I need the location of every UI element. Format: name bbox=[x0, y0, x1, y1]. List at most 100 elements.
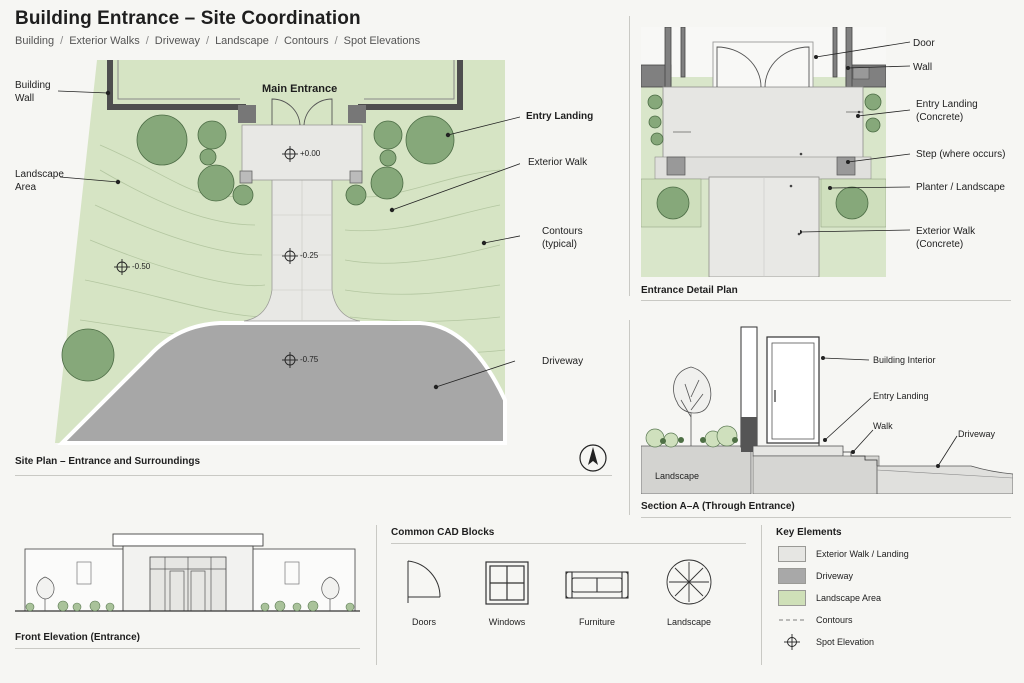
section-landscape-label: Landscape bbox=[655, 471, 700, 481]
section-drawing bbox=[641, 326, 1013, 494]
key-list: Exterior Walk / Landing Driveway Landsca… bbox=[778, 543, 909, 653]
key-item: Landscape Area bbox=[778, 587, 909, 609]
breadcrumb-separator: / bbox=[145, 35, 149, 47]
label-line: (typical) bbox=[542, 239, 578, 250]
site-plan-caption: Site Plan – Entrance and Surroundings bbox=[15, 456, 201, 467]
spot-elevation-value: -0.75 bbox=[300, 355, 319, 364]
divider bbox=[15, 475, 612, 476]
wall-pier bbox=[348, 105, 366, 123]
furniture-block-icon[interactable] bbox=[564, 566, 630, 600]
shrub bbox=[379, 149, 397, 167]
breadcrumb: Building / Exterior Walks / Driveway / Land… bbox=[15, 35, 420, 47]
cad-block-label: Windows bbox=[488, 617, 526, 627]
key-label: Driveway bbox=[816, 571, 854, 581]
door-block-icon[interactable] bbox=[404, 557, 444, 607]
breadcrumb-separator: / bbox=[60, 35, 64, 47]
cad-block-label: Landscape bbox=[666, 617, 712, 627]
tree bbox=[136, 114, 188, 166]
divider bbox=[641, 517, 1011, 518]
shrub bbox=[199, 148, 217, 166]
label-line: Area bbox=[15, 182, 37, 193]
site-plan-drawing bbox=[55, 60, 520, 445]
spot-elevation-value: +0.00 bbox=[300, 149, 321, 158]
section-entry-landing-label: Entry Landing bbox=[873, 391, 929, 401]
step-label: Step (where occurs) bbox=[916, 149, 1006, 160]
breadcrumb-separator: / bbox=[274, 35, 278, 47]
landscape-block-icon[interactable] bbox=[664, 557, 714, 607]
cad-blocks-title: Common CAD Blocks bbox=[391, 527, 495, 538]
tree bbox=[197, 120, 227, 150]
divider bbox=[376, 525, 377, 665]
walk-joints bbox=[272, 175, 332, 321]
section-walk-label: Walk bbox=[873, 421, 893, 431]
breadcrumb-item[interactable]: Spot Elevations bbox=[343, 35, 421, 47]
section-caption: Section A–A (Through Entrance) bbox=[641, 501, 795, 512]
tree bbox=[370, 166, 404, 200]
tree bbox=[197, 164, 235, 202]
driveway-swatch bbox=[778, 568, 806, 584]
breadcrumb-separator: / bbox=[206, 35, 210, 47]
label-line: Landscape bbox=[15, 169, 64, 180]
detail-entry-landing-label: Entry Landing (Concrete) bbox=[916, 98, 978, 124]
label-line: Building bbox=[15, 80, 51, 91]
building-interior-label: Building Interior bbox=[873, 355, 936, 365]
planter-label: Planter / Landscape bbox=[916, 182, 1005, 193]
label-line: Exterior Walk bbox=[916, 226, 976, 237]
breadcrumb-separator: / bbox=[334, 35, 338, 47]
divider bbox=[761, 525, 762, 665]
entrance-doors bbox=[271, 98, 333, 126]
breadcrumb-item[interactable]: Contours bbox=[283, 35, 329, 47]
entry-landing bbox=[241, 124, 363, 181]
detail-leader-lines bbox=[800, 41, 911, 234]
key-label: Landscape Area bbox=[816, 593, 882, 603]
label-line: Entry Landing bbox=[916, 99, 978, 110]
building-wall-inner bbox=[117, 60, 455, 100]
breadcrumb-item[interactable]: Landscape bbox=[215, 35, 269, 47]
entry-landing-label: Entry Landing bbox=[526, 111, 594, 122]
planter-box bbox=[239, 170, 253, 184]
cad-block-label: Furniture bbox=[578, 617, 615, 627]
page-title: Building Entrance – Site Coordination bbox=[15, 8, 361, 29]
label-line: Contours bbox=[542, 226, 583, 237]
building-wall-label: Building Wall bbox=[15, 79, 51, 105]
cad-block-label: Doors bbox=[411, 617, 436, 627]
label-line: (Concrete) bbox=[916, 112, 964, 123]
breadcrumb-item[interactable]: Building bbox=[15, 35, 55, 47]
key-label: Contours bbox=[816, 615, 853, 625]
driveway bbox=[57, 321, 507, 445]
key-item: Contours bbox=[778, 609, 909, 631]
window-block-icon[interactable] bbox=[484, 560, 530, 606]
detail-plan-caption: Entrance Detail Plan bbox=[641, 285, 738, 296]
door-label: Door bbox=[913, 38, 935, 49]
contour-line-icon bbox=[779, 619, 805, 621]
trees bbox=[61, 114, 455, 382]
breadcrumb-item[interactable]: Exterior Walks bbox=[69, 35, 140, 47]
spot-elevation-markers bbox=[114, 146, 298, 368]
walk-swatch bbox=[778, 546, 806, 562]
spot-elevation-icon bbox=[784, 634, 800, 650]
key-item: Driveway bbox=[778, 565, 909, 587]
building-wall bbox=[107, 60, 463, 110]
section-driveway-label: Driveway bbox=[958, 429, 996, 439]
landscape-swatch bbox=[778, 590, 806, 606]
key-item: Exterior Walk / Landing bbox=[778, 543, 909, 565]
tree bbox=[61, 328, 115, 382]
detail-plan-drawing bbox=[641, 27, 886, 277]
divider bbox=[629, 16, 630, 296]
landscape-area-label: Landscape Area bbox=[15, 168, 64, 194]
wall-pier bbox=[238, 105, 256, 123]
planter-box bbox=[349, 170, 363, 184]
driveway-label: Driveway bbox=[542, 356, 584, 367]
breadcrumb-item[interactable]: Driveway bbox=[154, 35, 200, 47]
exterior-walk-label: Exterior Walk bbox=[528, 157, 588, 168]
shrub bbox=[345, 184, 367, 206]
leader-lines bbox=[57, 90, 520, 390]
front-elevation-caption: Front Elevation (Entrance) bbox=[15, 632, 141, 643]
north-arrow-icon bbox=[579, 444, 607, 472]
front-elevation-drawing bbox=[15, 533, 360, 612]
tree bbox=[405, 115, 455, 165]
divider bbox=[15, 648, 360, 649]
shrub bbox=[232, 184, 254, 206]
spot-elevation-value: -0.25 bbox=[300, 251, 319, 260]
contours-label: Contours (typical) bbox=[542, 225, 583, 251]
